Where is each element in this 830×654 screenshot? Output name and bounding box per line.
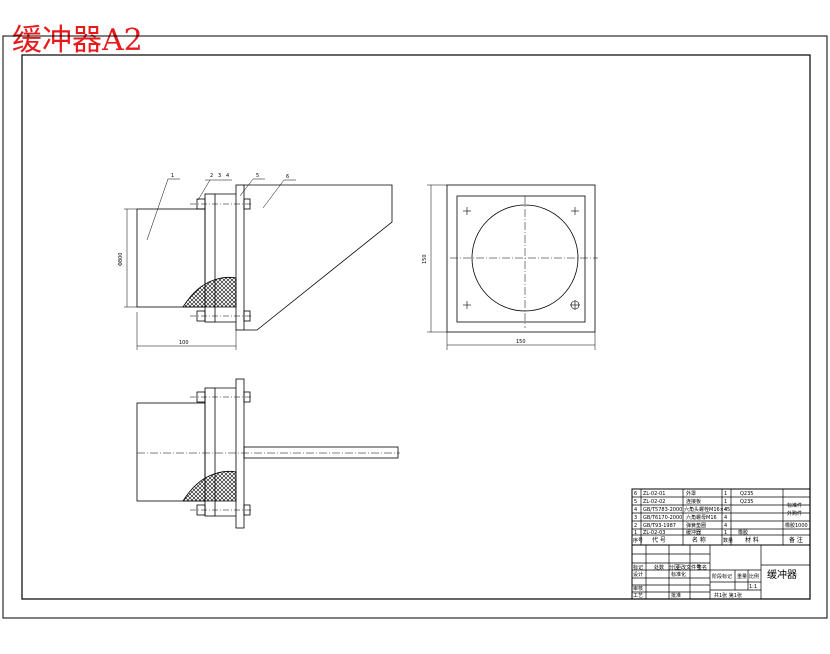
bom-row-material: Q235 xyxy=(740,499,753,505)
bom-row-no: 6 xyxy=(634,491,637,497)
front-view xyxy=(427,184,598,350)
bom-row-material: 橡胶 xyxy=(738,529,748,536)
bom-row-qty: 1 xyxy=(724,491,727,497)
bom-row-name: 连接板 xyxy=(686,498,701,505)
bom-row-code: GB/T93-1987 xyxy=(643,523,676,529)
front-outer-plate xyxy=(446,184,596,333)
bolts-top xyxy=(190,198,252,210)
bom-row-no: 3 xyxy=(634,515,637,521)
flange-plate xyxy=(204,193,216,323)
bom-row-name: 弹簧垫圈 xyxy=(686,522,706,529)
dim-side-width: 100 xyxy=(179,340,189,346)
top-rod xyxy=(243,446,399,459)
title-block xyxy=(631,488,811,600)
bom-row-no: 4 xyxy=(634,507,637,513)
callout-6: 6 xyxy=(286,174,289,180)
callout-5: 5 xyxy=(256,173,259,179)
scale-value: 1:1 xyxy=(749,584,757,590)
bom-row-no: 5 xyxy=(634,499,637,505)
bom-header-name: 名 称 xyxy=(692,536,706,544)
bom-header-qty: 数量 xyxy=(723,537,733,544)
callout-2: 2 xyxy=(210,173,213,179)
buffer-section-hatch xyxy=(182,276,237,308)
bom-row-code: ZL-02-03 xyxy=(643,530,665,536)
bom-row-name: 六角头螺栓M16×45 xyxy=(684,506,730,513)
bom-table: 6 ZL-02-01 外罩 1 Q235 5 ZL-02-02 连接板 1 Q2… xyxy=(633,490,808,544)
bom-header-remark: 备 注 xyxy=(789,536,803,544)
stage-label: 阶段标记 xyxy=(712,573,732,580)
inner-frame xyxy=(21,54,811,600)
bom-remark: 橡胶1000 xyxy=(785,522,808,529)
bom-row-material: Q235 xyxy=(740,491,753,497)
bom-row-qty: 1 xyxy=(724,530,727,536)
bom-header-material: 材 料 xyxy=(745,536,759,544)
revision-label: 标记 xyxy=(633,564,643,571)
callout-4: 4 xyxy=(226,173,229,179)
part-name: 缓冲器 xyxy=(767,568,797,581)
bom-row-no: 2 xyxy=(634,523,637,529)
bom-header-code: 代 号 xyxy=(652,536,666,544)
outer-frame xyxy=(2,35,828,619)
sheet-title: 缓冲器A2 xyxy=(12,23,143,58)
revision-label: 签名 xyxy=(697,564,707,571)
revision-label: 处数 xyxy=(654,564,664,571)
scale-label: 比例 xyxy=(749,573,759,580)
revision-label: 更改文件号 xyxy=(676,564,701,571)
bom-row-qty: 4 xyxy=(724,515,727,521)
bom-row-code: ZL-02-02 xyxy=(643,499,665,505)
bolts-bottom xyxy=(190,310,252,322)
connecting-plate xyxy=(235,184,245,331)
bom-row-no: 1 xyxy=(634,530,637,536)
approve-label: 批准 xyxy=(671,592,681,599)
bom-row-code: GB/T5783-2000 xyxy=(643,507,682,513)
title-block-text: 缓冲器 标记 处数 分区 更改文件号 签名 设计 标准化 审核 工艺 批准 阶段… xyxy=(633,564,797,599)
standard-label: 标准化 xyxy=(671,571,686,578)
dim-side-height: Φ800 xyxy=(118,253,124,266)
bom-row-name: 缓冲器 xyxy=(686,529,701,536)
bom-remark: 外购件 xyxy=(787,510,802,517)
front-inner-plate xyxy=(456,195,586,323)
bom-row-name: 六角螺母M16 xyxy=(686,514,717,521)
front-bolt-marks xyxy=(463,207,580,310)
bom-row-code: GB/T6170-2000 xyxy=(643,515,682,521)
checker-label: 审核 xyxy=(633,585,643,592)
housing-outline xyxy=(244,184,393,331)
bom-row-name: 外罩 xyxy=(686,490,696,497)
process-label: 工艺 xyxy=(633,593,643,599)
callout-1: 1 xyxy=(171,173,174,179)
side-view xyxy=(124,178,393,350)
top-view xyxy=(136,378,400,529)
sheet-info: 共1张 第1张 xyxy=(714,592,742,599)
bom-remark: 标准件 xyxy=(787,502,802,509)
revision-label: 分区 xyxy=(669,564,679,571)
dim-front-height: 150 xyxy=(422,254,428,264)
bom-row-qty: 1 xyxy=(724,499,727,505)
bom-row-code: ZL-02-01 xyxy=(643,491,665,497)
weight-label: 重量 xyxy=(737,573,747,580)
dim-front-width: 150 xyxy=(516,339,526,345)
bom-header-no: 序号 xyxy=(633,537,643,544)
designer-label: 设计 xyxy=(633,571,643,578)
bom-row-qty: 4 xyxy=(724,523,727,529)
callout-3: 3 xyxy=(218,173,221,179)
bom-row-qty: 4 xyxy=(724,507,727,513)
